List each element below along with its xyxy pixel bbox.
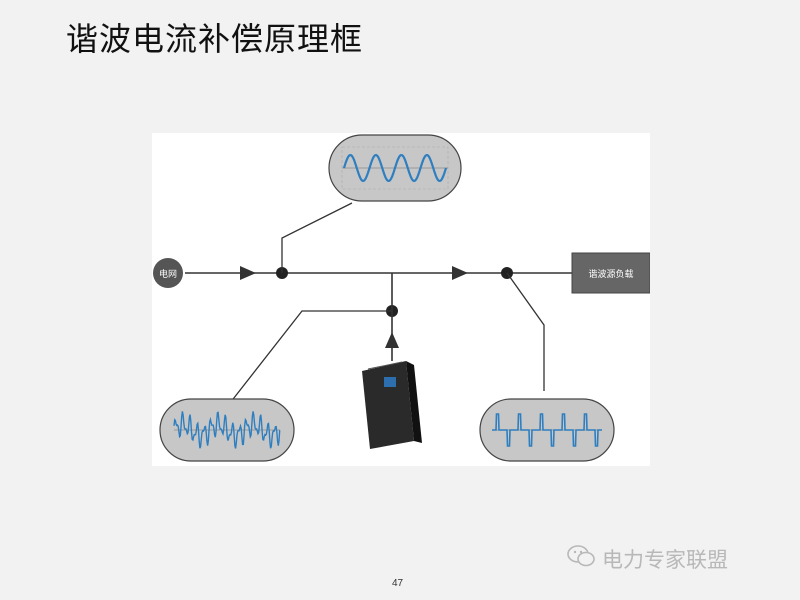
- slide-title: 谐波电流补偿原理框: [66, 20, 364, 58]
- leader-bottom-right: [506, 272, 545, 391]
- page-number: 47: [392, 578, 404, 589]
- grid-source-node: [153, 258, 183, 288]
- grid-source-label: 电网: [159, 268, 177, 280]
- watermark-text: 电力专家联盟: [602, 547, 728, 572]
- compensation-arrow: [385, 332, 399, 348]
- bubble-load-current-waveform: [479, 398, 615, 462]
- compensator-device-icon: [362, 361, 422, 449]
- bubble-compensation-waveform: [159, 398, 295, 462]
- wechat-icon: [566, 543, 596, 574]
- flow-arrow-1: [240, 266, 256, 280]
- compensation-diagram: 电网 谐波源负载: [152, 133, 650, 466]
- harmonic-load-label: 谐波源负载: [588, 268, 633, 280]
- harmonic-load-box: [571, 252, 650, 294]
- leader-bottom-left: [229, 310, 392, 404]
- bubble-sine-waveform: [328, 134, 462, 202]
- watermark: 电力专家联盟: [566, 543, 728, 574]
- flow-arrow-2: [452, 266, 468, 280]
- leader-top: [281, 202, 353, 273]
